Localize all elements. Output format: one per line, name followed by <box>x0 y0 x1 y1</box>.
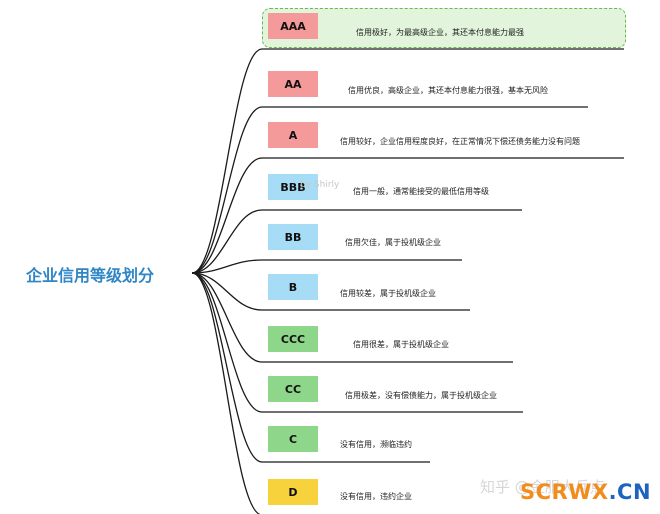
connector-a <box>191 157 624 274</box>
root-node-title: 企业信用等级划分 <box>26 266 155 285</box>
grade-badge-ccc: CCC <box>268 326 318 352</box>
grade-description-a: 信用较好，企业信用程度良好，在正常情况下偿还债务能力没有问题 <box>340 137 580 146</box>
grade-badge-b: B <box>268 274 318 300</box>
connector-bbb <box>191 209 522 274</box>
connector-cc <box>191 272 523 413</box>
grade-description-c: 没有信用，濒临违约 <box>340 440 412 449</box>
connector-c <box>191 272 430 463</box>
grade-badge-aaa: AAA <box>268 13 318 39</box>
watermark-ghost-text: by Shirly <box>300 180 340 190</box>
watermark-site-main: SCRWX <box>520 480 609 504</box>
grade-badge-d: D <box>268 479 318 505</box>
grade-description-d: 没有信用，违约企业 <box>340 492 412 501</box>
grade-badge-bbb: BBB <box>268 174 318 200</box>
grade-description-aa: 信用优良，高级企业，其还本付息能力很强，基本无风险 <box>348 86 548 95</box>
grade-badge-bb: BB <box>268 224 318 250</box>
grade-badge-cc: CC <box>268 376 318 402</box>
connector-bb <box>191 259 462 274</box>
grade-description-bbb: 信用一般，通常能接受的最低信用等级 <box>353 187 489 196</box>
grade-description-cc: 信用极差，没有偿债能力，属于投机级企业 <box>345 391 497 400</box>
grade-badge-aa: AA <box>268 71 318 97</box>
watermark-site-logo: SCRWX.CN <box>520 480 651 504</box>
watermark-site-suffix: .CN <box>608 480 652 504</box>
watermark-zhihu-text: 知乎 @金服大兵点 <box>480 478 605 496</box>
grade-badge-a: A <box>268 122 318 148</box>
aaa-highlight-box <box>262 8 626 48</box>
grade-badge-c: C <box>268 426 318 452</box>
connector-b <box>191 272 470 311</box>
grade-description-b: 信用较差，属于投机级企业 <box>340 289 436 298</box>
connector-aaa <box>191 48 624 274</box>
connector-d <box>191 272 262 514</box>
connector-aa <box>191 106 588 274</box>
grade-description-bb: 信用欠佳，属于投机级企业 <box>345 238 441 247</box>
connector-ccc <box>191 272 513 363</box>
grade-description-aaa: 信用极好，为最高级企业，其还本付息能力最强 <box>356 28 524 37</box>
grade-description-ccc: 信用很差，属于投机级企业 <box>353 340 449 349</box>
